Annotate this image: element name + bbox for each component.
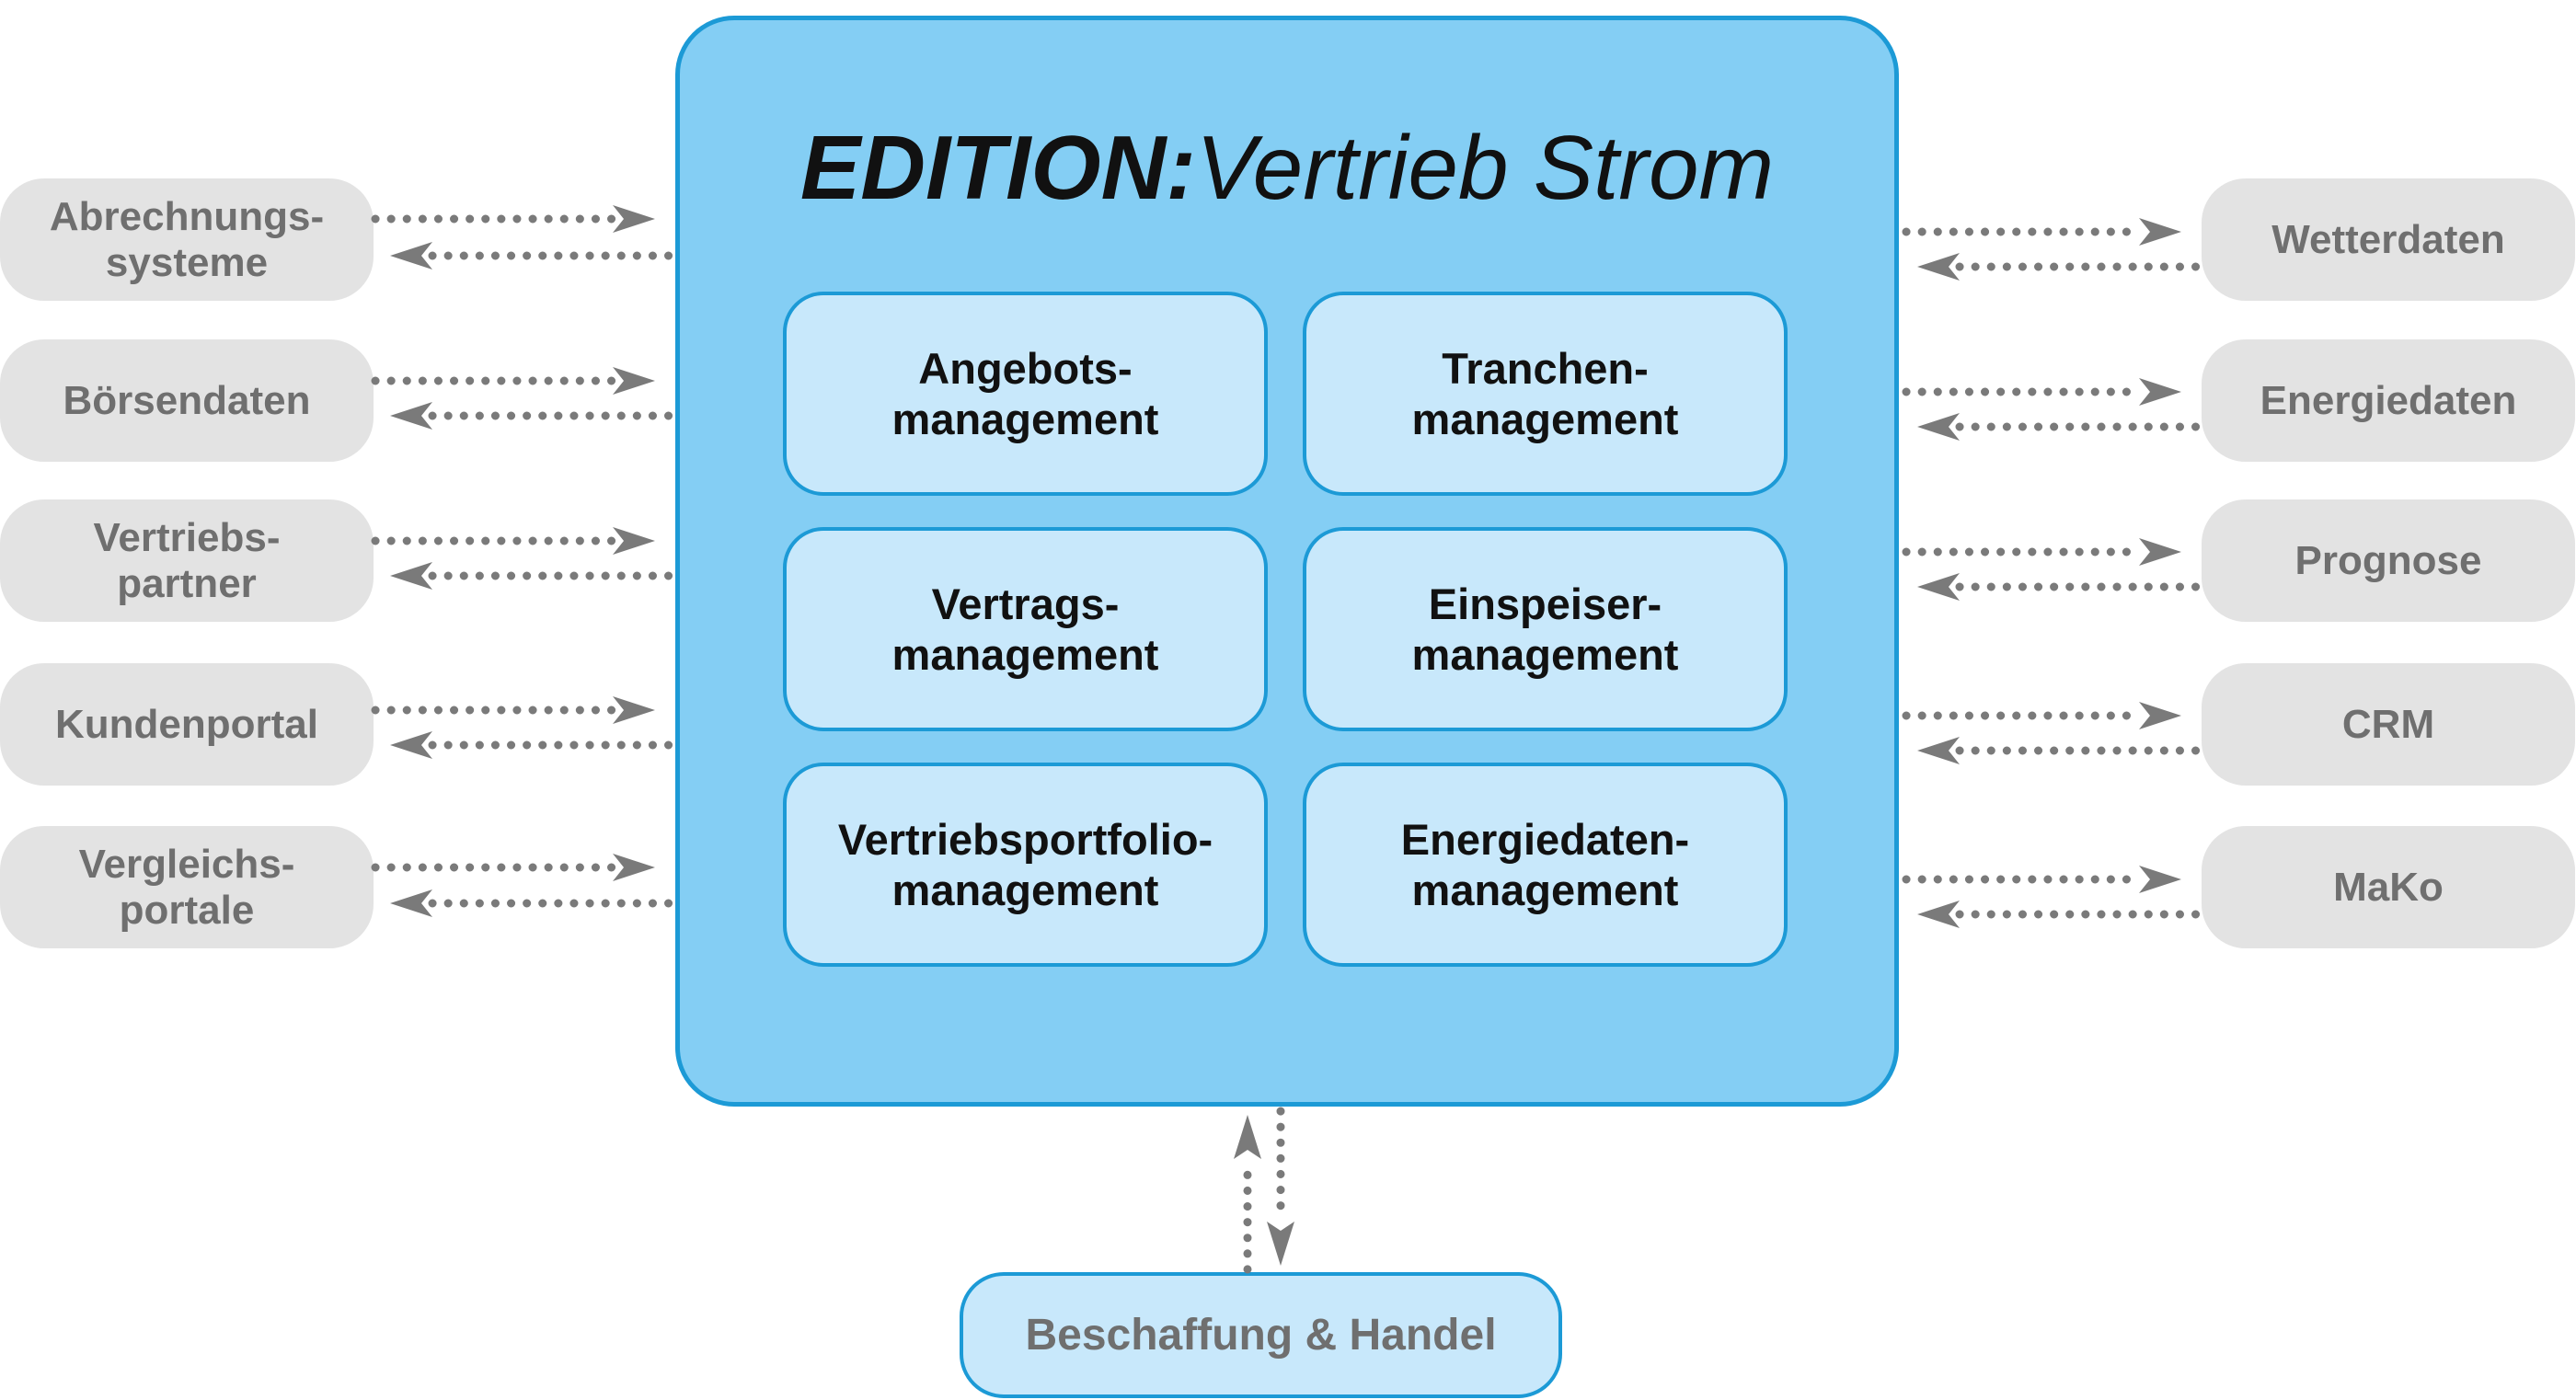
right-system-mako: MaKo — [2202, 826, 2575, 948]
arrowhead-left-5-in — [390, 889, 432, 917]
arrowhead-right-2-in — [1917, 413, 1960, 441]
left-system-vertriebspartner: Vertriebs- partner — [0, 499, 374, 622]
arrowhead-right-4-out — [2139, 702, 2181, 729]
module-vertriebsportfoliomanagement: Vertriebsportfolio- management — [783, 763, 1268, 967]
diagram-title: EDITION:Vertrieb Strom — [675, 112, 1899, 223]
arrowhead-left-2-out — [613, 367, 655, 395]
module-angebotsmanagement: Angebots- management — [783, 292, 1268, 496]
arrowhead-right-5-in — [1917, 901, 1960, 928]
right-system-wetterdaten: Wetterdaten — [2202, 178, 2575, 301]
arrowhead-left-2-in — [390, 402, 432, 430]
arrowhead-left-4-in — [390, 731, 432, 759]
left-system-kundenportal: Kundenportal — [0, 663, 374, 786]
arrowhead-right-1-in — [1917, 253, 1960, 281]
title-module: Vertrieb Strom — [1195, 117, 1775, 218]
arrowhead-left-1-out — [613, 205, 655, 233]
module-energiedatenmanagement: Energiedaten- management — [1303, 763, 1788, 967]
arrowhead-left-3-out — [613, 527, 655, 555]
right-system-energiedaten: Energiedaten — [2202, 339, 2575, 462]
arrowhead-left-4-out — [613, 696, 655, 724]
title-product: EDITION: — [799, 117, 1196, 218]
arrowhead-right-3-out — [2139, 538, 2181, 566]
arrowhead-left-1-in — [390, 242, 432, 270]
arrowhead-right-1-out — [2139, 218, 2181, 246]
right-system-prognose: Prognose — [2202, 499, 2575, 622]
arrowhead-left-3-in — [390, 562, 432, 590]
arrowhead-left-5-out — [613, 854, 655, 881]
arrowhead-right-3-in — [1917, 573, 1960, 601]
module-einspeisermanagement: Einspeiser- management — [1303, 527, 1788, 731]
left-system-abrechnungssysteme: Abrechnungs- systeme — [0, 178, 374, 301]
arrowhead-right-5-out — [2139, 866, 2181, 893]
module-tranchenmanagement: Tranchen- management — [1303, 292, 1788, 496]
arrowhead-right-2-out — [2139, 378, 2181, 406]
module-vertragsmanagement: Vertrags- management — [783, 527, 1268, 731]
arrowhead-bottom-down — [1267, 1222, 1294, 1266]
left-system-vergleichsportale: Vergleichs- portale — [0, 826, 374, 948]
right-system-crm: CRM — [2202, 663, 2575, 786]
arrowhead-right-4-in — [1917, 737, 1960, 764]
arrowhead-bottom-up — [1234, 1115, 1261, 1159]
bottom-system-beschaffung-handel: Beschaffung & Handel — [960, 1272, 1562, 1398]
left-system-boersendaten: Börsendaten — [0, 339, 374, 462]
